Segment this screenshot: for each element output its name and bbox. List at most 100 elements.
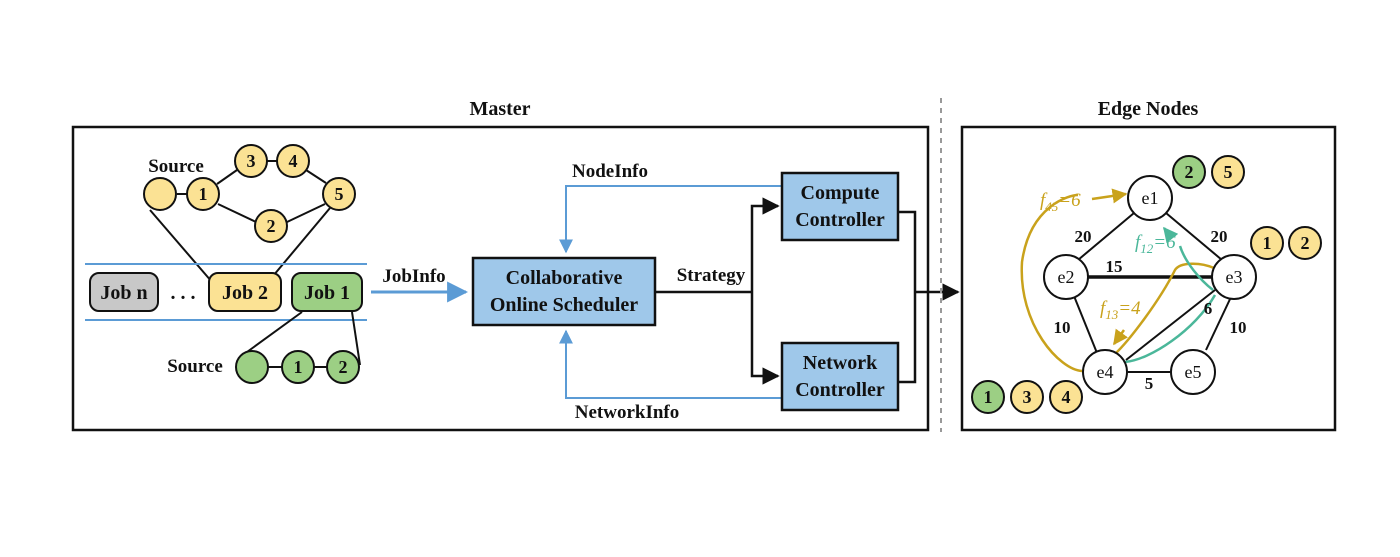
- flow-f12-label: f12=6: [1135, 232, 1176, 256]
- task-token-label: 3: [1023, 387, 1032, 407]
- graph-node: [1082, 349, 1128, 395]
- graph-node: [1043, 254, 1089, 300]
- graph-node-label: e2: [1058, 267, 1075, 287]
- flow-f45-arrow: [1091, 188, 1128, 204]
- green-source-node: [235, 350, 269, 384]
- scheduler-line1: Collaborative: [506, 267, 623, 289]
- flow-f13-label: f13=4: [1100, 298, 1141, 322]
- task-token-label: 4: [1062, 387, 1071, 407]
- strategy-to-compute-arrow: [750, 197, 780, 292]
- task-token: [1172, 155, 1206, 189]
- job-queue: Job n . . . Job 2 Job 1: [89, 272, 363, 312]
- weight-e2-e3: 15: [1106, 257, 1123, 276]
- task-token: [1049, 380, 1083, 414]
- job-1-box: [291, 272, 363, 312]
- flow-f13-arrow: [1112, 328, 1128, 346]
- yellow-task-label: 5: [335, 184, 344, 204]
- compute-controller-line1: Compute: [801, 182, 880, 204]
- graph-node: [1211, 254, 1257, 300]
- edge-weights: 20 20 15 10 6 10 5: [1054, 227, 1247, 393]
- flow-label-sub: 13: [1105, 307, 1119, 322]
- task-token-label: 1: [1263, 233, 1272, 253]
- scheduler-box: [471, 256, 657, 327]
- yellow-dag: Source 1 2 3 4 5: [143, 144, 356, 243]
- green-task-node: [326, 350, 360, 384]
- flow-label-f: f: [1135, 232, 1143, 253]
- graph-node-label: e4: [1097, 362, 1114, 382]
- master-panel: [71, 125, 930, 432]
- green-source-label: Source: [167, 356, 223, 377]
- nodeinfo-arrow: [559, 185, 782, 254]
- yellow-task-label: 4: [289, 151, 298, 171]
- weight-e1-e3: 20: [1211, 227, 1228, 246]
- compute-controller-line2: Controller: [795, 209, 885, 231]
- e4-task-tokens: 1 3 4: [971, 380, 1083, 414]
- green-task-node: [281, 350, 315, 384]
- task-token: [971, 380, 1005, 414]
- flow-f12-arrow: [1163, 226, 1179, 244]
- job-2-box: [208, 272, 282, 312]
- flow-f13-curve: [1113, 262, 1215, 356]
- yellow-task-node: [254, 209, 288, 243]
- jobinfo-label: JobInfo: [382, 266, 445, 287]
- flow-label-sub: 45: [1045, 199, 1059, 214]
- flow-label-f: f: [1040, 190, 1048, 211]
- graph-node-label: e1: [1142, 188, 1159, 208]
- yellow-task-node: [322, 177, 356, 211]
- edge-title: Edge Nodes: [1098, 98, 1199, 120]
- task-token-label: 5: [1224, 162, 1233, 182]
- networkinfo-label: NetworkInfo: [575, 402, 680, 423]
- master-title: Master: [469, 98, 530, 120]
- job-n-label: Job n: [100, 282, 147, 304]
- green-task-label: 2: [339, 357, 348, 377]
- yellow-task-node: [234, 144, 268, 178]
- network-output-line: [898, 292, 917, 384]
- yellow-task-label: 3: [247, 151, 256, 171]
- yellow-task-node: [186, 177, 220, 211]
- network-controller-box: [780, 341, 900, 412]
- compute-output-line: [898, 210, 917, 292]
- job-n-box: [89, 272, 159, 312]
- job-1-label: Job 1: [304, 282, 350, 304]
- flow-label-val: =6: [1058, 190, 1081, 211]
- weight-e3-e5: 10: [1230, 318, 1247, 337]
- task-token: [1250, 226, 1284, 260]
- e3-task-tokens: 1 2: [1250, 226, 1322, 260]
- weight-e1-e2: 20: [1075, 227, 1092, 246]
- green-dag: Source 1 2: [167, 350, 360, 384]
- task-token-label: 2: [1301, 233, 1310, 253]
- weight-e3-e4: 6: [1204, 299, 1213, 318]
- weight-e2-e4: 10: [1054, 318, 1071, 337]
- compute-controller-box: [780, 171, 900, 242]
- task-token: [1211, 155, 1245, 189]
- job-2-label: Job 2: [222, 282, 268, 304]
- flow-f45-curve: [1020, 193, 1083, 373]
- strategy-to-network-arrow: [750, 292, 780, 385]
- yellow-task-label: 1: [199, 184, 208, 204]
- e1-task-tokens: 2 5: [1172, 155, 1245, 189]
- scheduler-line2: Online Scheduler: [490, 294, 638, 316]
- graph-node-label: e3: [1226, 267, 1243, 287]
- weight-e4-e5: 5: [1145, 374, 1154, 393]
- yellow-source-node: [143, 177, 177, 211]
- green-task-label: 1: [294, 357, 303, 377]
- network-controller-line2: Controller: [795, 379, 885, 401]
- flow-label-sub: 12: [1140, 241, 1154, 256]
- edge-panel: [960, 125, 1337, 432]
- yellow-task-label: 2: [267, 216, 276, 236]
- task-token: [1010, 380, 1044, 414]
- yellow-task-node: [276, 144, 310, 178]
- task-token: [1288, 226, 1322, 260]
- nodeinfo-label: NodeInfo: [572, 161, 648, 182]
- yellow-dag-edges: [149, 160, 331, 283]
- flow-f45-label: f45=6: [1040, 190, 1081, 214]
- graph-edges: [1073, 212, 1232, 373]
- green-dag-edges: [246, 311, 361, 368]
- networkinfo-arrow: [559, 329, 782, 399]
- flow-label-f: f: [1100, 298, 1108, 319]
- task-token-label: 2: [1185, 162, 1194, 182]
- graph-node-label: e5: [1185, 362, 1202, 382]
- graph-node: [1170, 349, 1216, 395]
- graph-node: [1127, 175, 1173, 221]
